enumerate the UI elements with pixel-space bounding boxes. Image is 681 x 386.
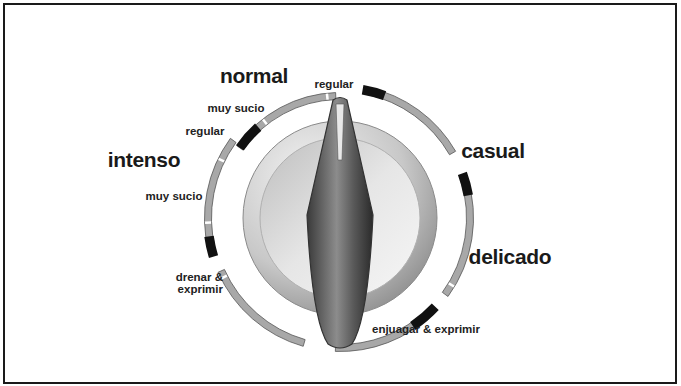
setting-tick bbox=[263, 119, 267, 124]
start-marker bbox=[458, 172, 473, 196]
setting-tick bbox=[219, 159, 224, 162]
cycle-option: muy sucio bbox=[146, 190, 203, 202]
knob-pointer bbox=[307, 98, 373, 349]
cycle-name: intenso bbox=[108, 149, 181, 171]
frame bbox=[4, 4, 676, 383]
start-marker bbox=[236, 124, 261, 151]
setting-tick bbox=[326, 94, 329, 100]
start-marker bbox=[362, 85, 386, 100]
start-marker bbox=[204, 236, 218, 258]
pointer-slot bbox=[336, 104, 344, 160]
cycle-option: enjuagar & exprimir bbox=[372, 323, 480, 335]
setting-arcs bbox=[204, 85, 473, 351]
setting-tick bbox=[205, 221, 211, 224]
setting-arc bbox=[205, 138, 237, 250]
setting-tick bbox=[449, 283, 454, 286]
cycle-option: muy sucio bbox=[208, 102, 265, 114]
cycle-option: regular bbox=[186, 125, 225, 137]
cycle-name: delicado bbox=[469, 246, 552, 268]
cycle-option: regular bbox=[315, 78, 354, 90]
cycle-name: normal bbox=[220, 65, 288, 87]
cycle-name: casual bbox=[461, 140, 525, 162]
cycle-option: drenar & exprimir bbox=[167, 271, 223, 295]
